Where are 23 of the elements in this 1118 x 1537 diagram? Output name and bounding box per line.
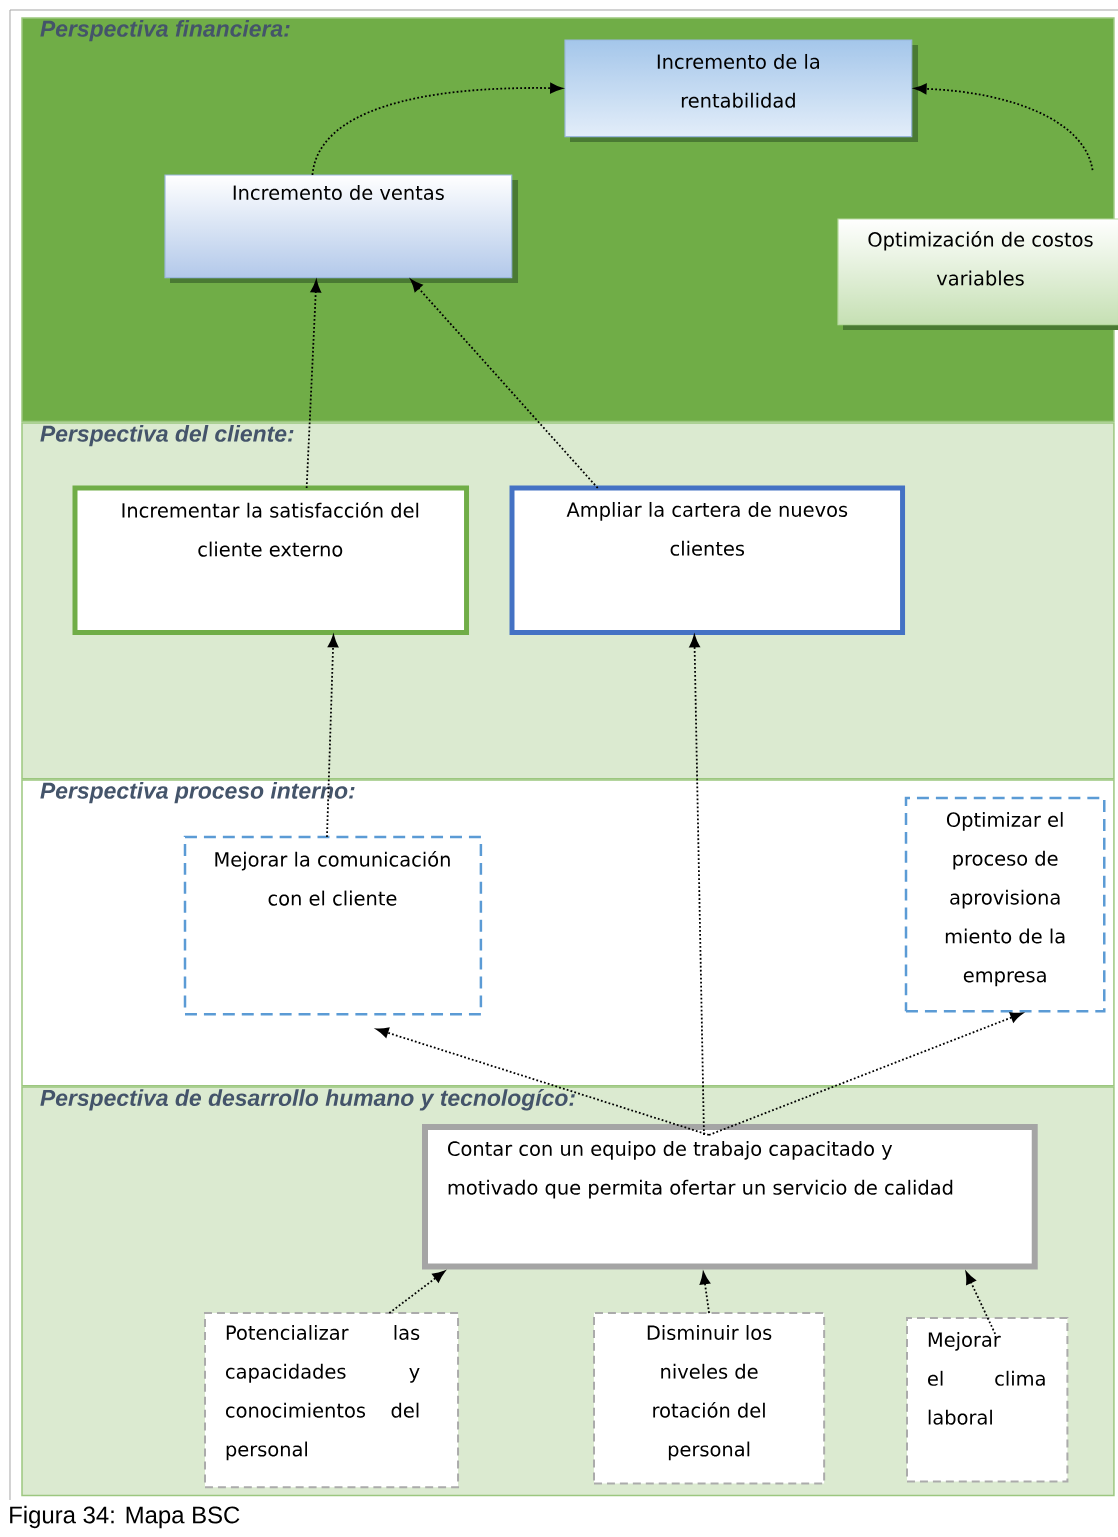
objective-box: Mejorar el clima laboral [906, 1317, 1069, 1483]
arrow [388, 1270, 446, 1314]
arrow [699, 1272, 711, 1314]
arrow [965, 1271, 997, 1335]
objective-box: Ampliar la cartera de nuevos clientes [509, 485, 906, 635]
arrow [311, 82, 563, 176]
objective-box: Mejorar la comunicación con el cliente [183, 835, 483, 1016]
arrow [914, 83, 1094, 172]
arrow [410, 279, 599, 489]
objective-box: Optimizar el proceso de aprovisiona miento de la empresa [904, 796, 1106, 1013]
objective-box: Contar con un equipo de trabajo capacitado y motivado que permita ofertar un servicio de calidad [422, 1124, 1038, 1270]
arrow [326, 635, 339, 838]
figure-caption: Figura 34: Mapa BSC [10, 1505, 240, 1529]
objective-box: Incremento de ventas [164, 174, 518, 283]
objective-box: Incrementar la satisfacción del cliente externo [72, 485, 470, 635]
objective-box: Optimización de costos variables [837, 218, 1118, 330]
objective-box: Potencializar las capacidades y conocimientos del personal [204, 1312, 460, 1489]
arrow [376, 1027, 710, 1136]
objective-box: Disminuir los niveles de rotación del personal [593, 1312, 826, 1485]
arrow [708, 1012, 1023, 1136]
arrow [689, 635, 705, 1136]
objective-box: Incremento de la rentabilidad [564, 39, 918, 142]
arrow [305, 280, 322, 489]
